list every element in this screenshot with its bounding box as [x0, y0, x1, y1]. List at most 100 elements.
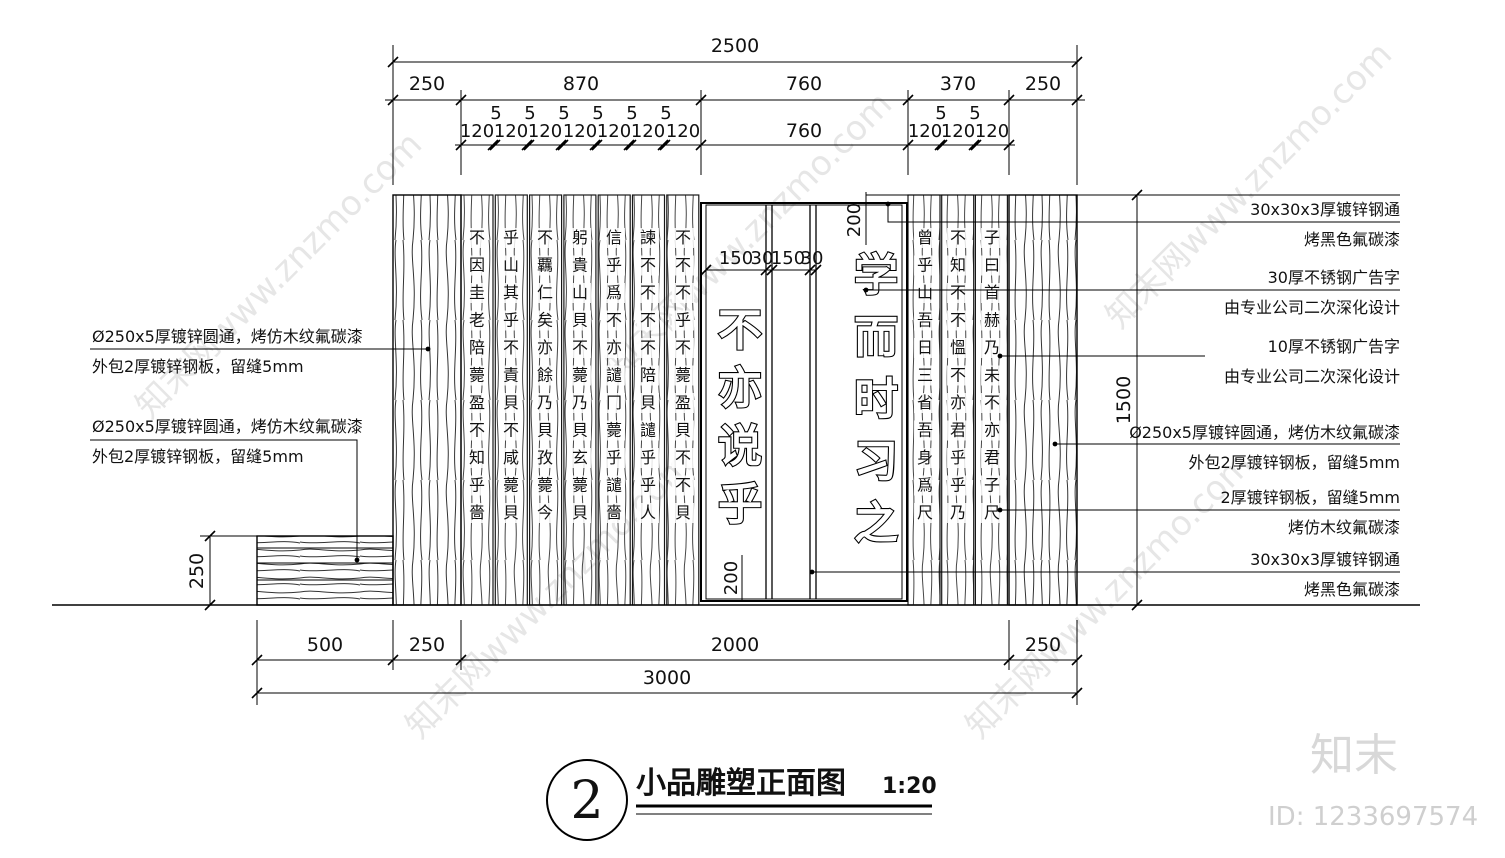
dimension-tick	[760, 264, 772, 276]
annotation-line2: 外包2厚镀锌钢板，留缝5mm	[1188, 453, 1400, 472]
seal-char-backdrop	[914, 393, 936, 413]
annotation-line1: Ø250x5厚镀锌圆通，烤仿木纹氟碳漆	[1129, 423, 1400, 442]
dimension-tick	[804, 264, 816, 276]
seal-character: 曰	[984, 256, 1000, 275]
seal-char-backdrop	[914, 365, 936, 386]
seal-character: 不	[640, 338, 656, 357]
seal-char-backdrop	[500, 283, 522, 303]
dimension-gap: 5	[558, 103, 569, 124]
seal-character: 不	[675, 338, 691, 357]
seal-character: 不	[675, 448, 691, 467]
seal-character: 子	[984, 476, 1000, 495]
right-pillar	[1008, 194, 1078, 606]
seal-character: 貝	[503, 393, 519, 412]
dimension-tick	[657, 139, 669, 151]
seal-character: 盈	[469, 393, 485, 412]
seal-character: 責	[503, 366, 519, 385]
dimension-tick	[934, 139, 946, 151]
seal-character: 信	[606, 228, 622, 247]
dimension-tick	[1131, 599, 1143, 611]
seal-char-backdrop	[534, 448, 556, 468]
dimension-tick	[591, 139, 603, 151]
annotation-line1: 30厚不锈钢广告字	[1268, 268, 1400, 287]
seal-char-backdrop	[569, 448, 591, 468]
seal-character: 乎	[917, 256, 933, 275]
leader-dots	[354, 201, 1058, 575]
annotation-line2: 烤黑色氟碳漆	[1304, 230, 1400, 249]
dimension-tick	[1003, 654, 1015, 666]
dimension-ticks	[204, 56, 1143, 699]
seal-character: 爲	[917, 476, 933, 495]
seal-char-backdrop	[500, 503, 522, 523]
seal-char-backdrop	[672, 420, 694, 441]
seal-character: 貝	[572, 503, 588, 522]
dimension-panel-width: 120	[563, 121, 597, 142]
leader-dot	[809, 569, 815, 575]
seal-character: 山	[503, 256, 519, 275]
big-character: 时	[854, 374, 898, 425]
annotation-line1: 30x30x3厚镀锌钢通	[1250, 200, 1400, 219]
seal-character: 子	[984, 228, 1000, 247]
seal-character: 薨	[572, 476, 588, 495]
seal-char-backdrop	[981, 393, 1003, 413]
dimension-tick	[902, 94, 914, 106]
left-slat-panels: 不因圭老陪薨盈不知乎嗇乎山其乎不責貝不咸薨貝不覊仁矣亦餘乃貝孜薨今躬貴山貝不薨乃…	[460, 194, 700, 606]
dimension-panel-width: 120	[908, 121, 942, 142]
seal-char-backdrop	[637, 283, 659, 303]
seal-char-backdrop	[981, 228, 1003, 248]
seal-char-backdrop	[637, 475, 659, 496]
seal-char-backdrop	[569, 365, 591, 386]
seal-char-backdrop	[500, 475, 522, 496]
seal-character: 貝	[675, 421, 691, 440]
seal-char-backdrop	[672, 228, 694, 248]
dimension-inner-760: 760	[786, 120, 822, 142]
seal-character: 乃	[572, 393, 588, 412]
seal-char-backdrop	[947, 503, 969, 523]
big-character: 学	[854, 250, 898, 301]
dimension-tick	[387, 56, 399, 68]
annotation-line2: 由专业公司二次深化设计	[1224, 367, 1400, 386]
seal-character: 乃	[950, 503, 966, 522]
dimension-tick	[902, 139, 914, 151]
watermark-text: 知末网www.znzmo.com	[1098, 34, 1400, 336]
seal-character: 薨	[606, 421, 622, 440]
seal-char-backdrop	[534, 310, 556, 331]
seal-char-backdrop	[947, 283, 969, 303]
brand-watermark: 知末	[1310, 730, 1398, 781]
dimension-tick	[487, 139, 499, 151]
seal-character: 尺	[984, 503, 1000, 522]
seal-char-backdrop	[500, 420, 522, 441]
dimension-tick	[1071, 654, 1083, 666]
seal-char-backdrop	[534, 283, 556, 303]
dimension-gap: 5	[524, 103, 535, 124]
seal-char-backdrop	[466, 420, 488, 441]
big-character: 说	[718, 421, 762, 472]
seal-character: 嗇	[606, 503, 622, 522]
dimension-tick	[387, 654, 399, 666]
leader-dot	[997, 353, 1003, 359]
seal-char-backdrop	[569, 475, 591, 496]
seal-char-backdrop	[603, 255, 625, 276]
dimension-panel-width: 120	[941, 121, 975, 142]
leader-dot	[1052, 441, 1058, 447]
big-character: 乎	[718, 479, 762, 530]
seal-char-backdrop	[672, 448, 694, 468]
dimension-height-1500: 1500	[1113, 376, 1135, 424]
seal-character: 乃	[984, 338, 1000, 357]
dimension-tick	[623, 139, 635, 151]
seal-character: 薨	[469, 366, 485, 385]
dimension-segment: 370	[940, 73, 976, 95]
dimension-tick	[455, 94, 467, 106]
seal-char-backdrop	[947, 420, 969, 441]
seal-char-backdrop	[466, 310, 488, 331]
seal-char-backdrop	[534, 255, 556, 276]
watermark-text: 知末网www.znzmo.com	[128, 124, 430, 426]
seal-character: 未	[984, 366, 1000, 385]
dimension-panel-width: 120	[460, 121, 494, 142]
dimension-panel-width: 120	[666, 121, 700, 142]
seal-character: 咸	[503, 448, 519, 467]
seal-char-backdrop	[500, 393, 522, 413]
seal-character: 乃	[537, 393, 553, 412]
dimension-segment: 250	[1025, 73, 1061, 95]
dimension-inner: 150	[771, 248, 805, 269]
